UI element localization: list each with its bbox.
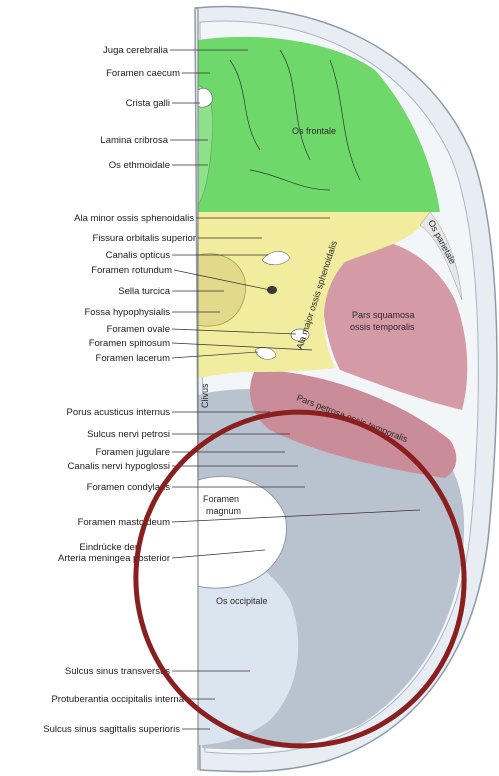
left-labels: Juga cerebralia Foramen caecum Crista ga… <box>43 45 196 735</box>
label-sella-turcica: Sella turcica <box>118 286 170 297</box>
label-juga-cerebralia: Juga cerebralia <box>103 45 169 56</box>
label-foramen-caecum: Foramen caecum <box>106 68 180 79</box>
label-sulcus-transversus: Sulcus sinus transversus <box>65 666 170 677</box>
region-foramen-magnum-2: magnum <box>206 506 241 516</box>
label-fossa-hypophysialis: Fossa hypophysialis <box>84 307 170 318</box>
region-os-frontale: Os frontale <box>292 126 336 136</box>
label-lamina-cribrosa: Lamina cribrosa <box>100 135 168 146</box>
region-foramen-magnum-1: Foramen <box>203 494 239 504</box>
label-sulcus-sagittalis: Sulcus sinus sagittalis superioris <box>43 724 180 735</box>
label-foramen-rotundum: Foramen rotundum <box>91 265 172 276</box>
label-foramen-mastoideum: Foramen mastoideum <box>78 517 170 528</box>
region-pars-squamosa-1: Pars squamosa <box>352 310 415 320</box>
frontal-region <box>198 37 440 212</box>
label-porus-acusticus: Porus acusticus internus <box>67 407 171 418</box>
label-foramen-ovale: Foramen ovale <box>107 324 170 335</box>
label-eindruecke-2: Arteria meningea posterior <box>58 553 170 564</box>
label-eindruecke-1: Eindrücke der <box>79 542 138 553</box>
label-ala-minor: Ala minor ossis sphenoidalis <box>74 213 194 224</box>
region-os-occipitale: Os occipitale <box>216 596 268 606</box>
label-crista-galli: Crista galli <box>126 98 170 109</box>
label-foramen-spinosum: Foramen spinosum <box>89 338 170 349</box>
label-sulcus-nervi-petrosi: Sulcus nervi petrosi <box>87 429 170 440</box>
label-foramen-lacerum: Foramen lacerum <box>96 353 171 364</box>
region-pars-squamosa-2: ossis temporalis <box>350 322 415 332</box>
label-protuberantia: Protuberantia occipitalis interna <box>51 694 184 705</box>
label-os-ethmoidale: Os ethmoidale <box>109 160 170 171</box>
label-canalis-opticus: Canalis opticus <box>106 250 171 261</box>
label-canalis-hypoglossi: Canalis nervi hypoglossi <box>68 461 170 472</box>
region-clivus: Clivus <box>200 383 210 408</box>
label-foramen-jugulare: Foramen jugulare <box>96 447 170 458</box>
label-fissura-orbitalis: Fissura orbitalis superior <box>93 233 196 244</box>
